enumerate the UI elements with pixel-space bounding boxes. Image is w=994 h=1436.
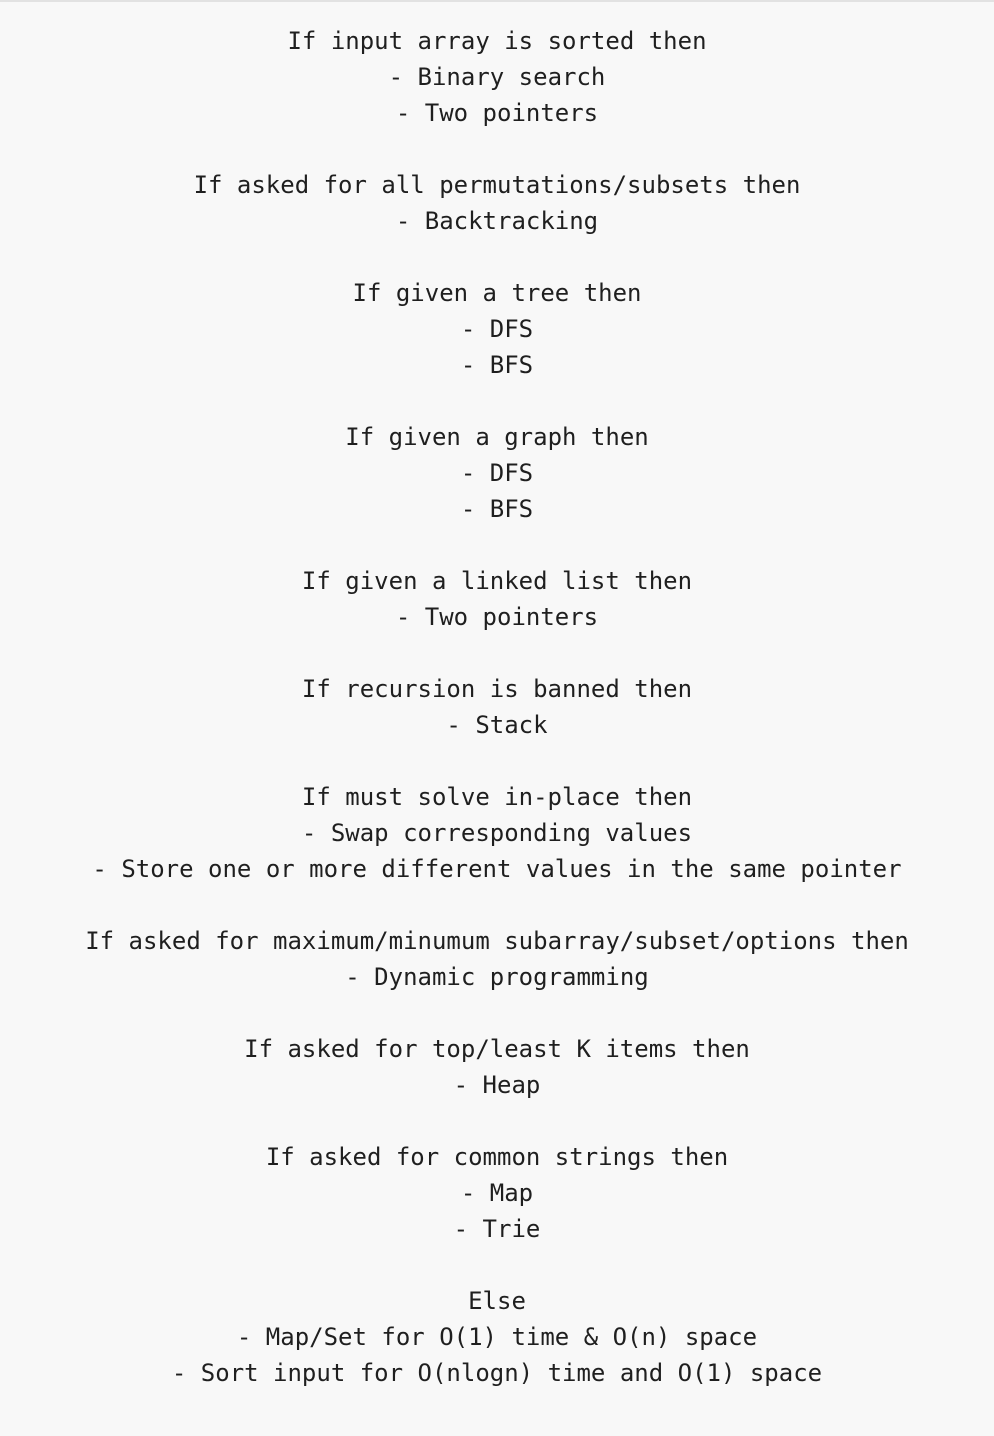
blank-line [0, 743, 994, 779]
rule-condition: If given a linked list then [301, 567, 693, 595]
rule-item: - Backtracking [395, 207, 599, 235]
rule-item: - Dynamic programming [345, 963, 649, 991]
rule-condition: If given a graph then [345, 423, 649, 451]
rule-block: If must solve in-place then - Swap corre… [0, 779, 994, 887]
rule-item: - Swap corresponding values [301, 819, 693, 847]
blank-line [0, 635, 994, 671]
blank-line [0, 383, 994, 419]
rule-condition: If asked for common strings then [265, 1143, 729, 1171]
rule-block: If given a tree then - DFS - BFS [0, 275, 994, 383]
rule-block: If given a graph then - DFS - BFS [0, 419, 994, 527]
blank-line [0, 1103, 994, 1139]
rule-item: - Map/Set for O(1) time & O(n) space [236, 1323, 758, 1351]
code-block: If input array is sorted then - Binary s… [0, 23, 994, 1391]
blank-line [0, 995, 994, 1031]
blank-line [0, 131, 994, 167]
rule-condition: If asked for maximum/minumum subarray/su… [85, 927, 909, 955]
rule-block: Else - Map/Set for O(1) time & O(n) spac… [0, 1283, 994, 1391]
rule-item: - Two pointers [395, 99, 599, 127]
rule-block: If recursion is banned then - Stack [0, 671, 994, 743]
rule-item: - Store one or more different values in … [92, 855, 902, 883]
rule-block: If asked for all permutations/subsets th… [0, 167, 994, 239]
rule-item: - Two pointers [395, 603, 599, 631]
rule-block: If asked for common strings then - Map -… [0, 1139, 994, 1247]
rule-condition: If asked for all permutations/subsets th… [193, 171, 801, 199]
rule-item: - BFS [460, 495, 534, 523]
blank-line [0, 1247, 994, 1283]
rule-condition: If asked for top/least K items then [244, 1035, 750, 1063]
rule-item: - Heap [453, 1071, 541, 1099]
rule-condition: If input array is sorted then [287, 27, 707, 55]
rule-block: If given a linked list then - Two pointe… [0, 563, 994, 635]
rule-item: - Trie [453, 1215, 541, 1243]
rule-item: - Sort input for O(nlogn) time and O(1) … [171, 1359, 823, 1387]
rule-item: - DFS [460, 315, 534, 343]
rule-item: - Binary search [388, 63, 606, 91]
rule-block: If asked for maximum/minumum subarray/su… [0, 923, 994, 995]
rule-condition: Else [468, 1287, 526, 1315]
rule-condition: If recursion is banned then [301, 675, 693, 703]
rule-item: - Map [460, 1179, 534, 1207]
rule-item: - DFS [460, 459, 534, 487]
blank-line [0, 527, 994, 563]
rule-condition: If given a tree then [352, 279, 642, 307]
rule-block: If input array is sorted then - Binary s… [0, 23, 994, 131]
blank-line [0, 239, 994, 275]
rule-item: - Stack [446, 711, 548, 739]
rule-condition: If must solve in-place then [301, 783, 693, 811]
rule-item: - BFS [460, 351, 534, 379]
rule-block: If asked for top/least K items then - He… [0, 1031, 994, 1103]
blank-line [0, 887, 994, 923]
